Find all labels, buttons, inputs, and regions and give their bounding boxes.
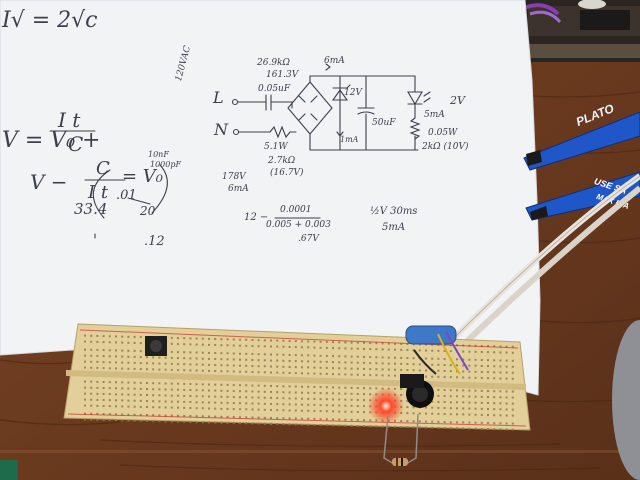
pliers — [523, 111, 640, 221]
label-led-volt: 2V — [450, 94, 465, 107]
piezo-buzzer — [400, 374, 434, 408]
label-led-current: 5mA — [424, 110, 445, 120]
label-duty-b: 5mA — [382, 222, 406, 233]
circuit-schematic — [49, 63, 431, 239]
push-button — [145, 336, 167, 356]
label-res-power: 0.05W — [428, 128, 458, 138]
note-eq2-den: I t — [88, 182, 109, 203]
led-red — [368, 388, 404, 424]
label-current-top: 6mA — [324, 56, 345, 66]
vise-clamp — [520, 0, 640, 62]
label-note-ma: 6mA — [228, 184, 249, 194]
label-res-bottom-c: (16.7V) — [270, 168, 304, 178]
label-cap-top: 0.05uF — [258, 84, 291, 94]
note-calc-a: 10nF — [148, 150, 169, 159]
note-calc-num: .01 — [116, 188, 137, 203]
note-calc-result: .12 — [144, 234, 165, 249]
ribbon-cable — [447, 173, 640, 351]
note-eq2-left: V − — [30, 170, 68, 194]
note-calc-b: 1000pF — [150, 160, 182, 169]
paper-sheet — [0, 0, 541, 396]
label-res-bottom-b: 2.7kΩ — [268, 156, 296, 166]
label-frac-res: .67V — [298, 234, 319, 244]
label-res-bottom-a: 5.1W — [264, 142, 288, 152]
label-frac-lhs: 12 − — [244, 212, 269, 223]
label-res-value: 2kΩ (10V) — [422, 142, 469, 152]
label-current-mid: 1mA — [340, 135, 359, 144]
gray-object — [612, 320, 640, 480]
note-eq1-den: C — [68, 132, 84, 156]
label-cap-value: 50uF — [372, 118, 396, 128]
pcb-corner — [0, 460, 18, 480]
label-line: L — [213, 88, 224, 107]
label-note-v: 178V — [222, 172, 246, 182]
note-calc-left: 33.4 — [74, 200, 108, 218]
capacitor-blue — [405, 325, 457, 345]
label-neutral: N — [214, 120, 228, 139]
note-eq1-left: V = V₀ + — [2, 128, 101, 153]
resistor — [383, 413, 419, 466]
jumper-wires — [413, 331, 469, 375]
label-frac-den: 0.005 + 0.003 — [266, 220, 331, 230]
label-volt-top: 161.3V — [266, 70, 299, 80]
label-zener: 12V — [344, 88, 362, 98]
label-frac-num: 0.0001 — [280, 205, 312, 215]
note-eq2-num: C — [96, 158, 110, 179]
note-calc-den: 20 — [140, 204, 156, 218]
note-eq-top: I√ = 2√c — [2, 8, 98, 33]
label-duty-a: ½V 30ms — [370, 206, 418, 217]
note-eq1-num: I t — [58, 108, 81, 132]
note-eq2-right: = V₀ — [122, 166, 164, 187]
label-res-top: 26.9kΩ — [257, 58, 290, 68]
